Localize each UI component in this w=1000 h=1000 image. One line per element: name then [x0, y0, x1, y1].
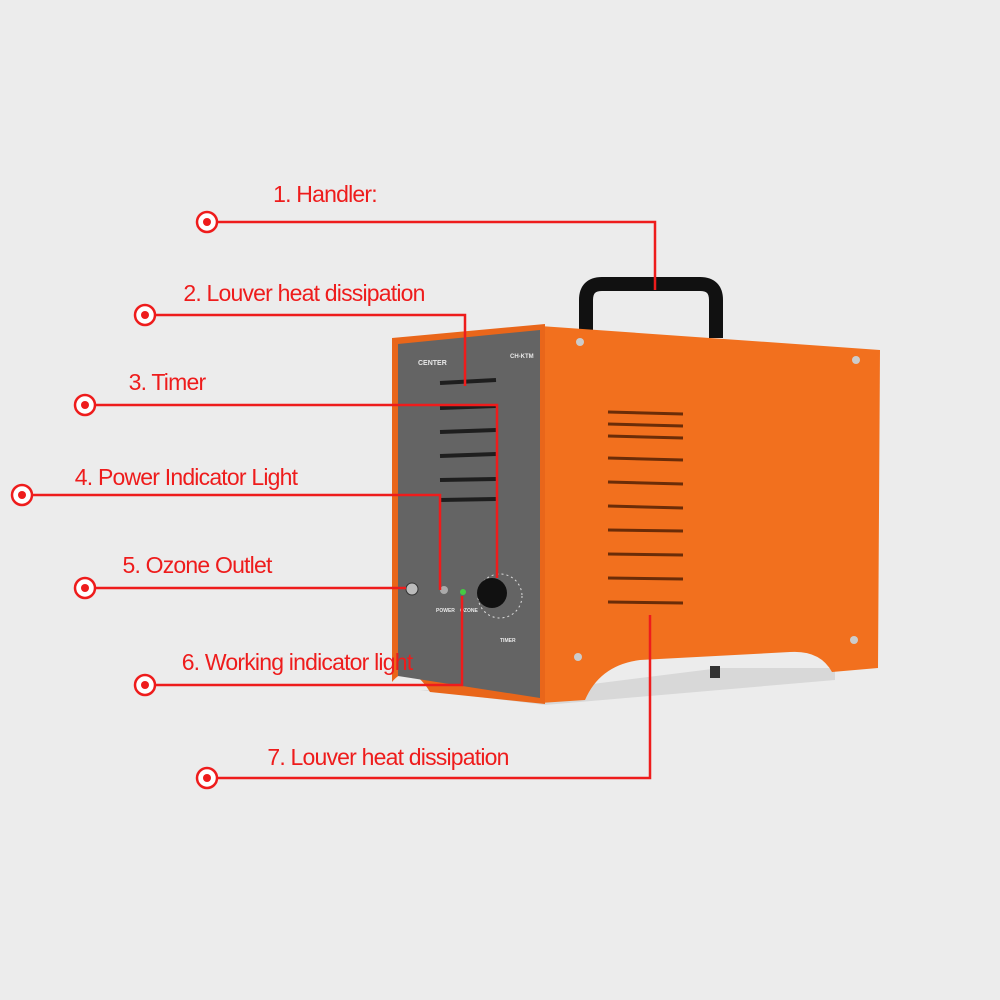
front-louvers	[439, 378, 497, 502]
ozone-generator-device: CENTER CH-KTM POWER OZONE TIMER	[392, 277, 880, 705]
callout-label-ozone-outlet: 5. Ozone Outlet	[122, 552, 272, 578]
callout-label-handler: 1. Handler:	[273, 181, 377, 207]
screw	[850, 636, 858, 644]
power-label: POWER	[436, 608, 455, 614]
callout-label-power-light: 4. Power Indicator Light	[75, 464, 299, 490]
side-panel	[540, 326, 880, 703]
callout-label-louver-side: 7. Louver heat dissipation	[267, 744, 508, 770]
model-label: CH-KTM	[510, 354, 534, 360]
ozone-label: OZONE	[460, 608, 478, 614]
screw	[574, 653, 582, 661]
screw	[576, 338, 584, 346]
working-indicator-light	[460, 589, 466, 595]
timer-label: TIMER	[500, 638, 516, 644]
callout-label-timer: 3. Timer	[129, 369, 207, 395]
carry-handle	[579, 277, 723, 338]
front-panel	[398, 330, 540, 698]
callout-leaders	[22, 220, 657, 780]
side-louvers	[607, 410, 684, 605]
power-indicator-light	[440, 586, 448, 594]
ozone-outlet	[405, 582, 419, 596]
screw	[852, 356, 860, 364]
marker-dots	[18, 218, 211, 782]
timer-knob[interactable]	[477, 578, 507, 608]
timer-dial	[477, 573, 523, 619]
brand-label: CENTER	[418, 360, 447, 367]
callout-label-working-light: 6. Working indicator light	[182, 649, 414, 675]
foot	[710, 666, 720, 678]
callout-label-louver-front: 2. Louver heat dissipation	[183, 280, 424, 306]
